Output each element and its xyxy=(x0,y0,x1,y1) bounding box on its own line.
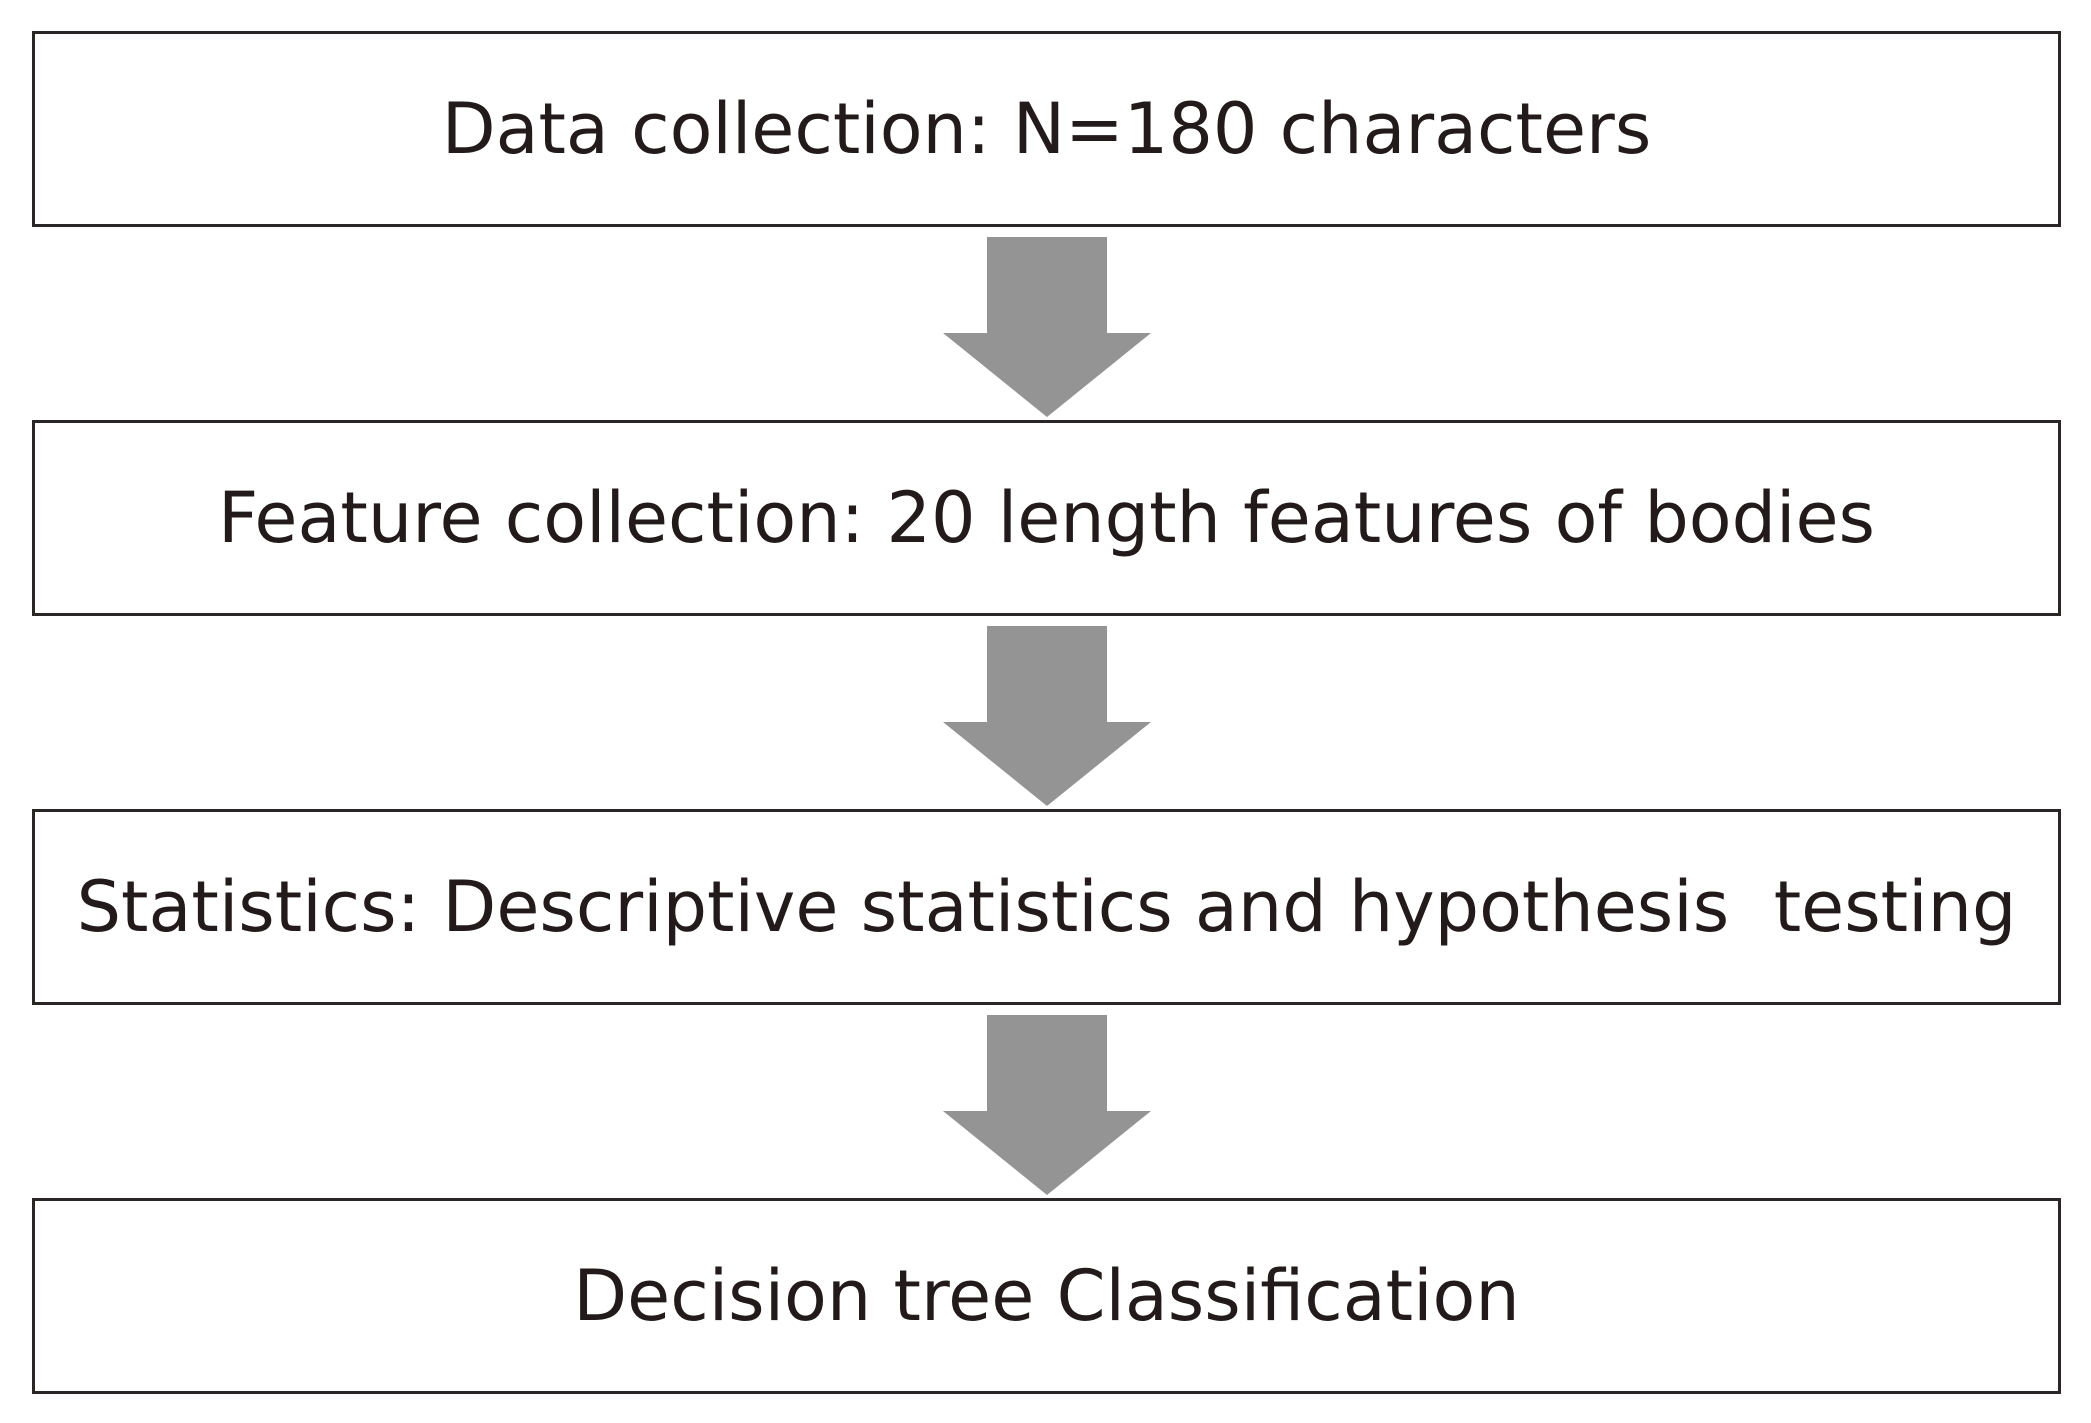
down-arrow-icon xyxy=(943,626,1151,806)
down-arrow-icon xyxy=(943,237,1151,417)
step-label-feature-collection: Feature collection: 20 length features o… xyxy=(218,477,1875,559)
down-arrow-icon xyxy=(943,1015,1151,1195)
step-label-statistics: Statistics: Descriptive statistics and h… xyxy=(76,866,2017,948)
step-label-data-collection: Data collection: N=180 characters xyxy=(441,88,1652,170)
step-box-data-collection: Data collection: N=180 characters xyxy=(32,31,2061,227)
step-box-statistics: Statistics: Descriptive statistics and h… xyxy=(32,809,2061,1005)
step-box-feature-collection: Feature collection: 20 length features o… xyxy=(32,420,2061,616)
step-label-decision-tree: Decision tree Classification xyxy=(573,1255,1520,1337)
step-box-decision-tree: Decision tree Classification xyxy=(32,1198,2061,1394)
